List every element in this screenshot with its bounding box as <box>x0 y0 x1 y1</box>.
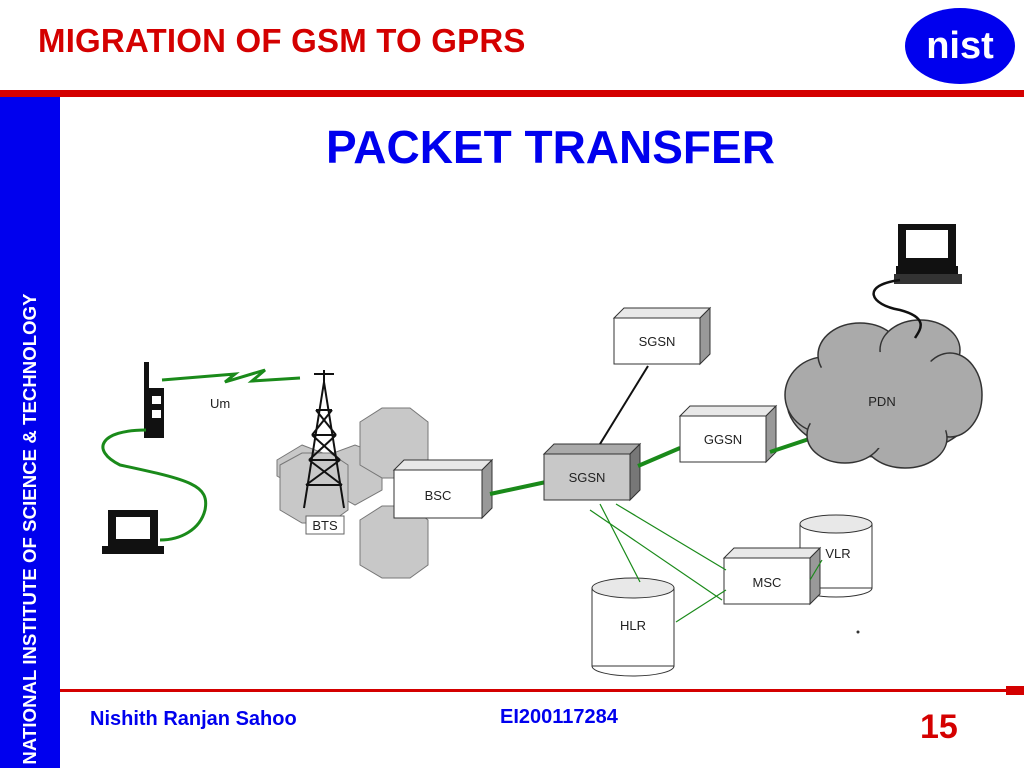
desktop-computer-icon <box>894 224 962 284</box>
sgsn-main-label: SGSN <box>569 470 606 485</box>
sgsn-top-node: SGSN <box>612 306 712 366</box>
um-label: Um <box>210 396 230 411</box>
sgsn-ggsn-link <box>637 446 681 468</box>
hlr-label: HLR <box>620 618 646 633</box>
logo-text: nist <box>926 25 994 67</box>
footer-author: Nishith Ranjan Sahoo <box>90 708 297 730</box>
header-rule <box>0 90 1024 97</box>
footer-rule <box>60 689 1006 692</box>
signalling-links <box>589 503 823 623</box>
page-number: 15 <box>920 708 958 746</box>
pdn-cloud-fill <box>800 352 964 448</box>
hexagon-cell-bottom <box>359 505 429 579</box>
header-title: MIGRATION OF GSM TO GPRS <box>38 22 526 59</box>
bts-label-box <box>305 515 345 535</box>
sgsn-main-node: SGSN <box>542 442 642 502</box>
sidebar: NATIONAL INSTITUTE OF SCIENCE & TECHNOLO… <box>0 97 60 768</box>
laptop-icon <box>102 510 164 554</box>
ggsn-pdn-link <box>769 436 813 454</box>
stray-dot <box>856 630 860 634</box>
bsc-sgsn-link <box>489 480 547 496</box>
sidebar-institute-name: NATIONAL INSTITUTE OF SCIENCE & TECHNOLO… <box>19 293 40 765</box>
sgsn-top-sgsn-link <box>599 365 649 445</box>
ggsn-label: GGSN <box>704 432 742 447</box>
network-diagram: Um BTS BSC SGSN <box>101 224 983 677</box>
footer-student-id: EI200117284 <box>500 706 618 728</box>
phone-laptop-cable <box>101 428 208 542</box>
sgsn-top-label: SGSN <box>639 334 676 349</box>
bts-tower-icon <box>303 370 345 509</box>
bsc-label: BSC <box>425 488 452 503</box>
msc-label: MSC <box>753 575 782 590</box>
um-radio-link <box>161 368 301 384</box>
ggsn-node: GGSN <box>678 404 778 464</box>
bts-label: BTS <box>312 518 338 533</box>
hlr-database: HLR <box>591 577 675 677</box>
pdn-label: PDN <box>868 394 895 409</box>
bsc-node: BSC <box>392 458 494 520</box>
slide-title: PACKET TRANSFER <box>326 121 775 173</box>
desktop-pdn-cable <box>872 278 922 339</box>
cell-hexagons <box>276 407 429 579</box>
msc-node: MSC <box>722 546 822 606</box>
footer-rule-end <box>1006 686 1024 695</box>
nist-logo: nist <box>905 8 1015 84</box>
hexagon-cell-left <box>279 452 349 524</box>
mobile-phone-icon <box>144 362 164 438</box>
vlr-label: VLR <box>825 546 850 561</box>
